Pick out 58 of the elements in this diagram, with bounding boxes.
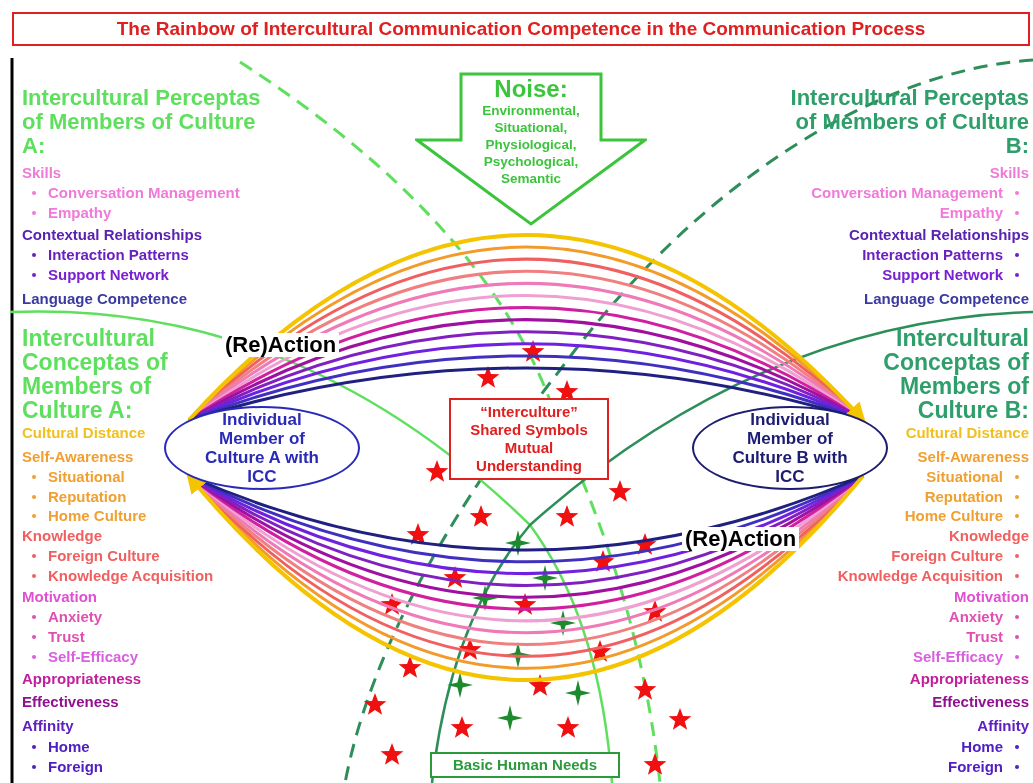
list-item: Anxiety <box>22 608 103 626</box>
list-item: Home Culture <box>22 507 147 525</box>
list-item: Motivation <box>954 588 1029 606</box>
list-item: Language Competence <box>863 290 1029 308</box>
edge-label: (Re)Action <box>222 333 340 357</box>
section-heading: Intercultural Perceptas of Members of Culture B: <box>789 86 1029 158</box>
list-item: Appropriateness <box>909 670 1029 688</box>
list-item: Motivation <box>22 588 97 606</box>
list-item: Situational <box>22 468 125 486</box>
list-item: Affinity <box>977 717 1029 735</box>
ellipse-node: Individual Member of Culture A with ICC <box>164 406 360 490</box>
list-item: Foreign Culture <box>891 547 1029 565</box>
list-item: Foreign <box>948 758 1029 776</box>
list-item: Anxiety <box>948 608 1029 626</box>
list-item: Skills <box>989 164 1029 182</box>
list-item: Foreign <box>22 758 103 776</box>
list-item: Effectiveness <box>22 693 119 711</box>
list-item: Empathy <box>22 204 112 222</box>
list-item: Knowledge Acquisition <box>22 567 214 585</box>
list-item: Conversation Management <box>811 184 1029 202</box>
title: The Rainbow of Intercultural Communication Competence in the Communication Process <box>12 12 1030 46</box>
list-item: Empathy <box>939 204 1029 222</box>
list-item: Knowledge <box>949 527 1029 545</box>
list-item: Skills <box>22 164 62 182</box>
list-item: Interaction Patterns <box>862 246 1029 264</box>
list-item: Cultural Distance <box>22 424 146 442</box>
interculture-box: “Interculture” Shared Symbols Mutual Understanding <box>449 398 609 480</box>
list-item: Situational <box>926 468 1029 486</box>
list-item: Self-Awareness <box>917 448 1029 466</box>
list-item: Foreign Culture <box>22 547 160 565</box>
section-heading: Intercultural Perceptas of Members of Culture A: <box>22 86 262 158</box>
list-item: Affinity <box>22 717 74 735</box>
noise-arrow: Noise: Environmental, Situational, Physiological, Psychological, Semantic <box>415 72 647 227</box>
list-item: Contextual Relationships <box>22 226 203 244</box>
list-item: Home <box>22 738 90 756</box>
list-item: Knowledge Acquisition <box>837 567 1029 585</box>
list-item: Trust <box>966 628 1029 646</box>
list-item: Support Network <box>882 266 1029 284</box>
list-item: Effectiveness <box>932 693 1029 711</box>
list-item: Appropriateness <box>22 670 142 688</box>
ellipse-node: Individual Member of Culture B with ICC <box>692 406 888 490</box>
list-item: Conversation Management <box>22 184 240 202</box>
list-item: Home <box>961 738 1029 756</box>
list-item: Trust <box>22 628 85 646</box>
edge-label: (Re)Action <box>682 527 800 551</box>
list-item: Reputation <box>22 488 127 506</box>
list-item: Self-Efficacy <box>22 648 139 666</box>
list-item: Home Culture <box>904 507 1029 525</box>
list-item: Self-Efficacy <box>912 648 1029 666</box>
list-item: Support Network <box>22 266 169 284</box>
needs-box: Basic Human Needs <box>430 752 620 778</box>
list-item: Language Competence <box>22 290 188 308</box>
list-item: Self-Awareness <box>22 448 134 466</box>
list-item: Knowledge <box>22 527 102 545</box>
list-item: Contextual Relationships <box>848 226 1029 244</box>
list-item: Interaction Patterns <box>22 246 189 264</box>
list-item: Cultural Distance <box>905 424 1029 442</box>
list-item: Reputation <box>924 488 1029 506</box>
